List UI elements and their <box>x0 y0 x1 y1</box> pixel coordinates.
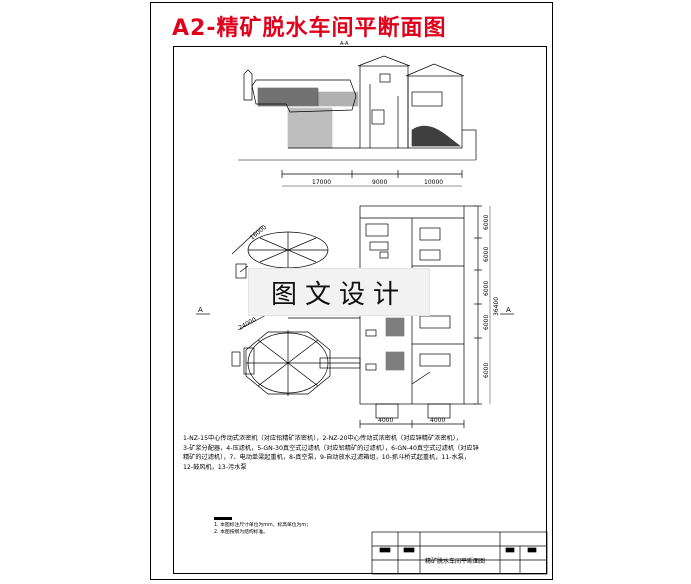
notes-heading-bar <box>214 517 232 520</box>
section-arrow-left: A <box>198 306 203 314</box>
circle-dim-upper: 16000 <box>249 224 268 242</box>
dim-bottom-3: 10000 <box>424 179 443 186</box>
dim-bottom-2: 9000 <box>372 179 387 186</box>
dim-right-4: 6000 <box>483 315 490 330</box>
dim-total: 36400 <box>493 297 500 316</box>
drawing-title: A2-精矿脱水车间平断面图 <box>172 16 447 41</box>
watermark-text: 图文设计 <box>270 279 407 310</box>
dim-right-2: 6000 <box>483 247 490 262</box>
legend-line: 精矿的过滤机），7、电动单梁起重机，8-真空泵，9-自动放水过滤箱组，10-抓斗… <box>183 454 471 461</box>
dim-plan-bottom-2: 4000 <box>430 417 445 424</box>
title-block-drawing-name: 精矿脱水车间平断面图 <box>425 558 486 565</box>
circle-dim-lower: 24000 <box>238 316 258 332</box>
dim-bottom-1: 17000 <box>312 179 331 186</box>
legend-line: 1-NZ-15中心传动式浓密机（对应铅精矿浓密机），2-NZ-20中心传动式浓密… <box>183 435 462 442</box>
legend-line: 3-矿浆分配器，4-压滤机，5-GN-30真空式过滤机（对应铅精矿的过滤机），6… <box>183 444 479 452</box>
section-arrow-right: A <box>506 306 511 314</box>
drawing-frame <box>173 46 547 574</box>
legend-line: 12-鼓风机，13-污水泵 <box>183 463 247 471</box>
dim-right-5: 6000 <box>483 363 490 378</box>
section-label: A-A <box>340 41 349 47</box>
dim-plan-bottom-1: 4000 <box>378 417 393 424</box>
note-line: 1. 本图标注尺寸单位为mm，标高单位为m； <box>214 523 311 528</box>
equipment-legend: 1-NZ-15中心传动式浓密机（对应铅精矿浓密机），2-NZ-20中心传动式浓密… <box>183 434 523 472</box>
section-elevation <box>238 55 477 187</box>
dim-right-1: 6000 <box>483 215 490 230</box>
title-block <box>371 531 548 575</box>
dim-right-3: 6000 <box>483 281 490 296</box>
drawing-notes: 1. 本图标注尺寸单位为mm，标高单位为m； 2. 本图按纲为结构标准。 <box>214 522 311 536</box>
plan-view <box>196 205 514 428</box>
watermark: 图文设计 <box>248 268 430 316</box>
note-line: 2. 本图按纲为结构标准。 <box>214 530 269 535</box>
